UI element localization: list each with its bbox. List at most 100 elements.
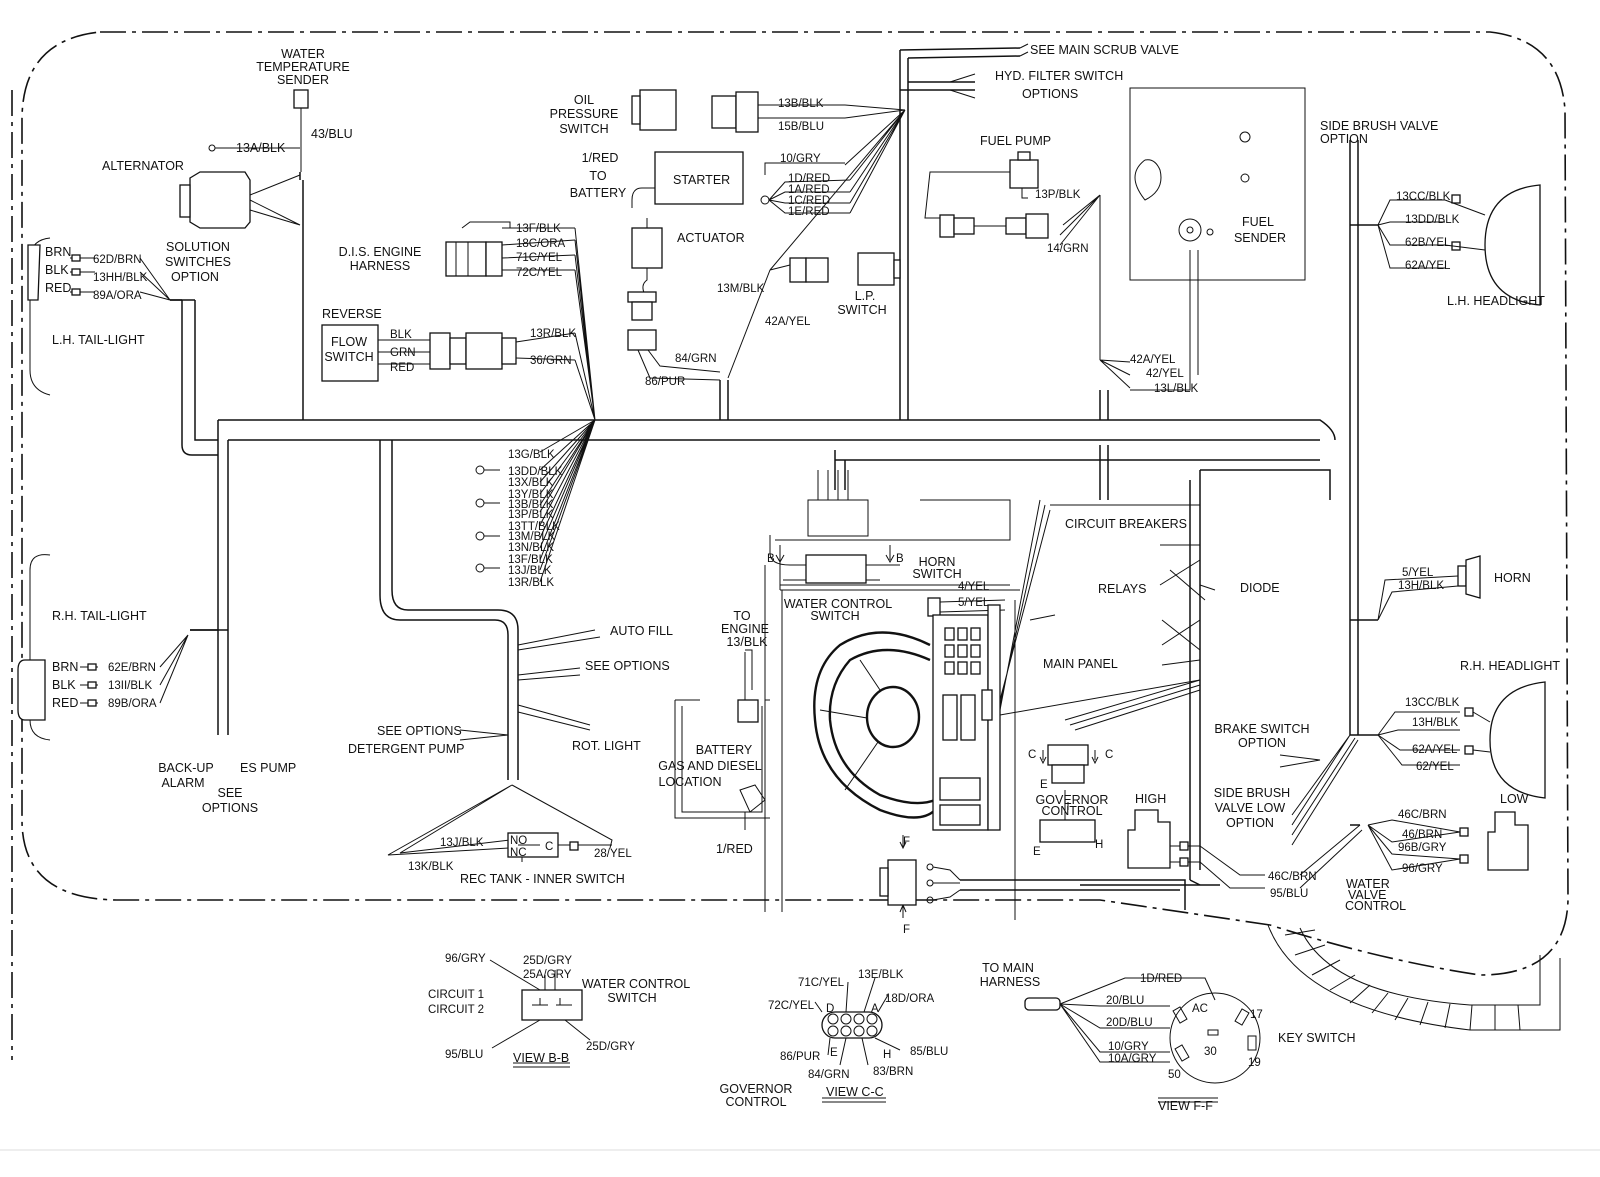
chassis-outline [21,31,1569,976]
label-hyd-filter-switch: HYD. FILTER SWITCH [995,69,1123,83]
label-36grn: 36/GRN [530,355,572,367]
label-see-main-scrub-valve: SEE MAIN SCRUB VALVE [1030,43,1179,57]
label-62ayel-r: 62A/YEL [1412,744,1458,756]
label-1ared: 1A/RED [788,184,830,196]
hyd-filter-leads [949,73,976,99]
label-low: LOW [1500,792,1529,806]
label-13fblk: 13F/BLK [516,223,561,235]
label-rec-tank-switch: REC TANK - INNER SWITCH [460,872,625,886]
water-temp-sender [293,89,309,109]
label-46cbrn: 46C/BRN [1398,809,1447,821]
label-13bblk: 13B/BLK [778,98,824,110]
label-4yel: 4/YEL [958,581,990,593]
label-13iiblk: 13II/BLK [108,680,152,692]
label-circuit-breakers: CIRCUIT BREAKERS [1065,517,1187,531]
hose-reel [1267,924,1561,1031]
label-13hhblk: 13HH/BLK [93,272,148,284]
label-main-panel: MAIN PANEL [1043,657,1118,671]
label-62yel-r: 62/YEL [1416,761,1454,773]
label-rh-tail-blk: BLK [52,678,76,692]
label-43blu: 43/BLU [311,127,353,141]
starter-terminal [760,195,770,205]
horn [1377,555,1481,621]
label-view-bb: VIEW B-B [513,1051,569,1065]
label-rh-tail-light: R.H. TAIL-LIGHT [52,609,147,623]
label-13ccblk: 13CC/BLK [1396,191,1451,203]
label-13pblk: 13P/BLK [1035,189,1081,201]
label-42yel: 42/YEL [1146,368,1184,380]
battery-cable [631,187,655,208]
label-ff-1dred: 1D/RED [1140,973,1182,985]
label-1red-batt: 1/RED [716,842,753,856]
alternator [179,144,301,229]
label-cc-85blu: 85/BLU [910,1046,948,1058]
starter-fanout [727,104,906,379]
label-reverse: REVERSE [322,307,382,321]
label-cc-d: D [826,1003,834,1015]
brake-switch-leads [1279,754,1321,768]
label-horn: HORN [1494,571,1531,585]
label-89bora: 89B/ORA [108,698,157,710]
lh-tail-bracket [29,237,51,396]
label-cc-a: A [871,1003,879,1015]
option-leads [459,629,601,741]
label-rh-headlight: R.H. HEADLIGHT [1460,659,1560,673]
rec-tank-switch [387,784,613,862]
governor-control [1039,679,1201,843]
label-actuator: ACTUATOR [677,231,745,245]
label-cc-13eblk: 13E/BLK [858,969,904,981]
label-28yel: 28/YEL [594,848,632,860]
label-lh-tail-blk: BLK [45,263,69,277]
view-bb [489,959,591,1068]
label-rh-tail-red: RED [52,696,78,710]
label-c-rec: C [545,841,553,853]
label-b-right: B [896,553,904,565]
label-fs-red: RED [390,362,414,374]
actuator [627,218,721,381]
label-46cbrn-b: 46C/BRN [1268,871,1317,883]
relay-diode-leads [999,544,1216,716]
label-auto-fill: AUTO FILL [610,624,673,638]
label-ff-19: 19 [1248,1057,1261,1069]
label-ff-10agry: 10A/GRY [1108,1053,1157,1065]
label-ff-30: 30 [1204,1046,1217,1058]
label-42ayel: 42A/YEL [765,316,811,328]
label-71cyel: 71C/YEL [516,252,563,264]
key-switch-mount [879,835,961,918]
label-bb-circuit2: CIRCUIT 2 [428,1004,484,1016]
label-gov-h: H [1095,839,1103,851]
label-96bgry: 96B/GRY [1398,842,1447,854]
label-42ayel-b: 42A/YEL [1130,354,1176,366]
horn-switch [927,597,941,617]
label-fuel-pump: FUEL PUMP [980,134,1051,148]
label-diode: DIODE [1240,581,1280,595]
label-detergent-pump: DETERGENT PUMP [348,742,464,756]
label-bb-25agry: 25A/GRY [523,969,572,981]
ground-wire-labels: 13G/BLK 13DD/BLK 13X/BLK 13Y/BLK 13B/BLK… [508,449,566,589]
label-fs-grn: GRN [390,347,416,359]
label-62ayel: 62A/YEL [1405,260,1451,272]
main-harness [170,47,1378,910]
label-rh-tail-brn: BRN [52,660,78,674]
label-13lblk: 13L/BLK [1154,383,1198,395]
label-cc-18dora: 18D/ORA [885,993,935,1005]
label-13mblk: 13M/BLK [717,283,765,295]
label-13rblk: 13R/BLK [530,328,576,340]
fuel-pump [924,151,1049,239]
lh-headlight [1377,184,1541,306]
label-62ebrn: 62E/BRN [108,662,156,674]
label-lh-headlight: L.H. HEADLIGHT [1447,294,1545,308]
label-gov-e2: E [1033,846,1041,858]
label-alternator: ALTERNATOR [102,159,184,173]
label-gov-e: E [1040,779,1048,791]
circuit-breaker-leads [1029,504,1200,621]
